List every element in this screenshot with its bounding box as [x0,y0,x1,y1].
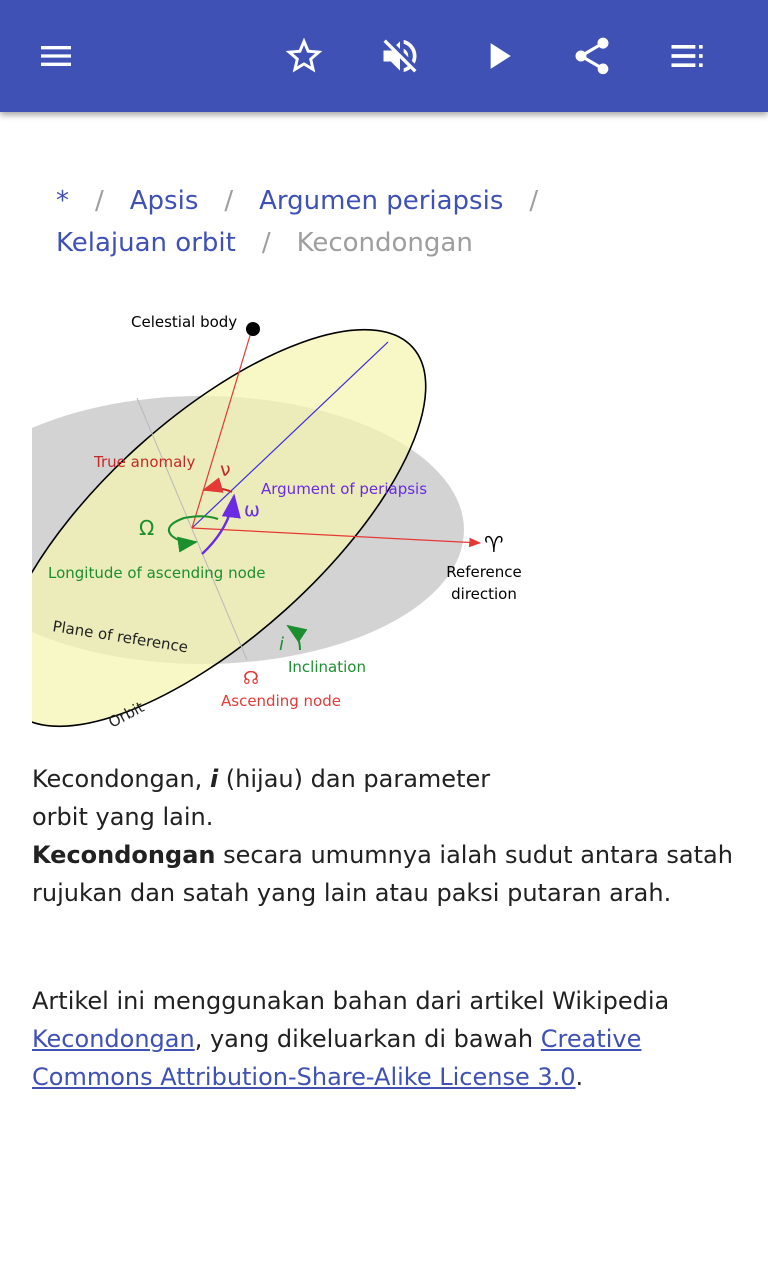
play-icon [490,43,511,69]
caption-text: (hijau) dan parameter orbit yang lain. [32,765,491,831]
breadcrumb-item[interactable]: Apsis [129,186,199,216]
label-omega-capital: Ω [139,516,154,540]
caption-italic-symbol: i [209,765,219,793]
breadcrumb-separator: / [224,186,234,216]
attribution-paragraph: Artikel ini menggunakan bahan dari artik… [32,982,736,1096]
label-direction: direction [451,585,517,603]
argument-of-periapsis-arc [201,493,241,555]
reference-direction-line [191,527,482,548]
line-of-nodes [136,397,248,661]
label-long-asc-node: Longitude of ascending node [48,564,266,582]
caption-text: Kecondongan, [32,765,210,793]
attribution-text: . [575,1063,584,1091]
label-inclination: Inclination [288,658,366,676]
label-i: i [279,634,284,655]
breadcrumb-separator: / [529,186,539,216]
app-bar [0,0,768,112]
attribution-text: Artikel ini menggunakan bahan dari artik… [32,987,670,1015]
label-omega-small: ω [244,499,260,521]
playlist-icon [671,45,703,67]
label-true-anomaly: True anomaly [93,453,195,471]
label-aries-symbol: ♈ [484,533,504,558]
share-button[interactable] [564,28,620,84]
attribution-text: , yang dikeluarkan di bawah [194,1025,541,1053]
menu-button[interactable] [28,28,84,84]
star-outline-icon [285,37,323,73]
bookmark-button[interactable] [276,28,332,84]
label-arg-periapsis: Argument of periapsis [261,480,427,498]
play-button[interactable] [470,28,526,84]
radius-vector [191,328,253,529]
wikipedia-article-link[interactable]: Kecondongan [32,1025,195,1053]
label-celestial-body: Celestial body [131,313,237,331]
license-link[interactable]: Creative Commons Attribution-Share-Alike… [32,1025,642,1091]
breadcrumb-item[interactable]: Kelajuan orbit [56,228,236,258]
label-nu: ν [220,459,231,481]
breadcrumb: * / Apsis / Argumen periapsis / Kelajuan orbit… [56,180,746,264]
breadcrumb-current: Kecondongan [296,228,473,258]
menu-icon [41,46,71,66]
mute-button[interactable] [372,28,428,84]
celestial-body-dot [246,322,260,336]
label-ascending-node: Ascending node [221,692,341,710]
breadcrumb-separator: / [261,228,271,258]
orbit-ellipse [32,328,427,728]
breadcrumb-separator: / [95,186,104,216]
figure-caption: Kecondongan, i (hijau) dan parameter orb… [32,760,532,836]
share-icon [575,37,609,75]
volume-off-icon [383,39,417,73]
longitude-ascending-node-arc [168,515,219,553]
breadcrumb-item[interactable]: Argumen periapsis [259,186,504,216]
inclination-arc [286,624,308,651]
true-anomaly-arc [202,477,233,493]
term-bold: Kecondongan [32,841,216,869]
orbital-elements-diagram[interactable]: Celestial body True anomaly ν Argument o… [32,300,532,750]
contents-button[interactable] [660,28,716,84]
definition-paragraph: Kecondongan secara umumnya ialah sudut a… [32,836,736,912]
definition-text: secara umumnya ialah sudut antara satah … [32,841,733,907]
breadcrumb-item[interactable]: * [56,186,69,216]
label-reference: Reference [446,563,522,581]
label-asc-node-symbol: ☊ [243,668,259,689]
